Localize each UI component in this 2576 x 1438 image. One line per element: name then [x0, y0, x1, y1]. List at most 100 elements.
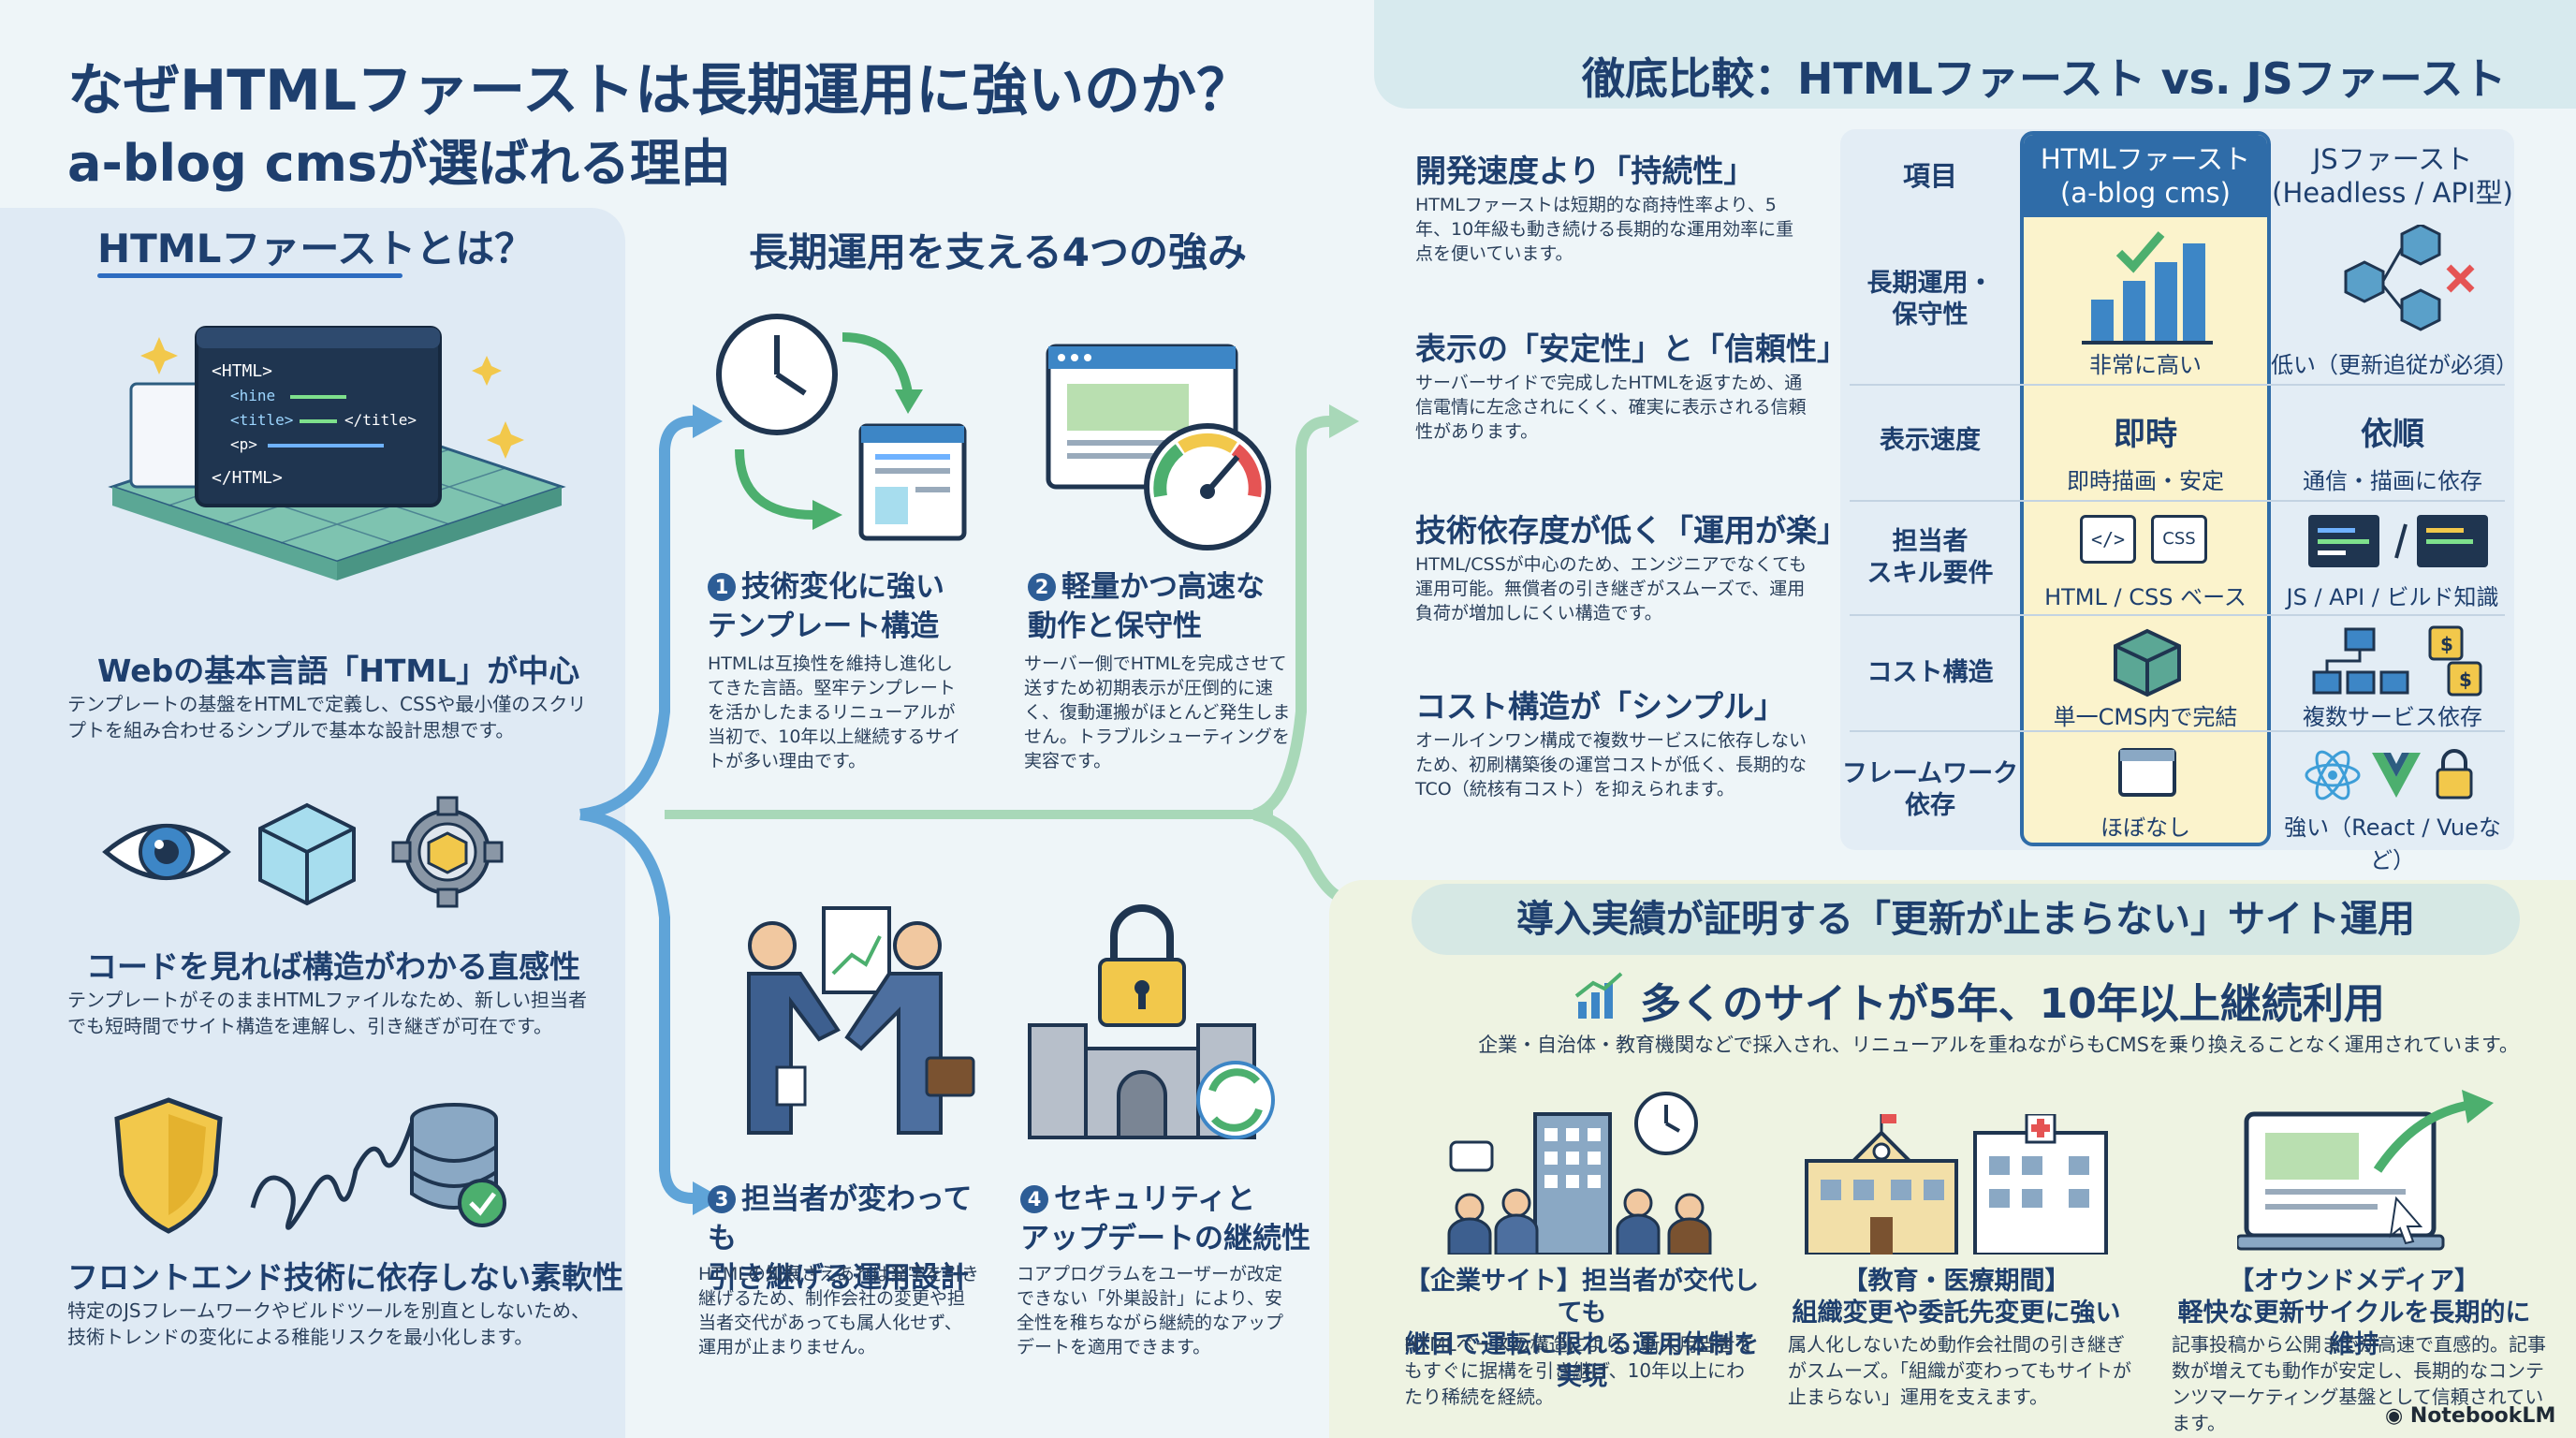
- strength-3-number: 3: [708, 1185, 736, 1213]
- point-2-text: サーバーサイドで完成したHTMLを返すため、通信電情に左念されにくく、確実に表示…: [1415, 373, 1807, 442]
- cell-js-cost: 複数サービス依存: [2303, 704, 2482, 730]
- browser-window-icon: [2118, 748, 2176, 797]
- database-icon: [410, 1103, 506, 1227]
- code-editor-tools-icon: [2308, 515, 2488, 567]
- castle-lock-illustration: [1028, 904, 1275, 1139]
- independence-icons: [114, 1097, 506, 1234]
- feature-html-core-text: テンプレートの基盤をHTMLで定義し、CSSや最小僅のスクリプトを組み合わせるシ…: [67, 693, 587, 741]
- spring-icon: [250, 1123, 415, 1230]
- cube-icon: [258, 802, 356, 906]
- case-corporate-text: HTMLベースの構造により、新人用当者でもすぐに据構を引き継げ、10年以上にわた…: [1404, 1333, 1754, 1408]
- comparison-banner: [1374, 0, 2576, 109]
- row-divider: [1850, 384, 2505, 386]
- feature-intuitive-text: テンプレートがそのままHTMLファイルなため、新しい担当者でも短時間でサイト構造…: [67, 989, 588, 1037]
- case-corporate-title: 【企業サイト】担当者が交代しても 継目で運転に限れる運用体制を実現: [1405, 1267, 1759, 1391]
- row-label-skill: 担当者 スキル要件: [1866, 527, 1994, 588]
- cell-html-cost: 単一CMS内で完結: [2053, 704, 2238, 730]
- title-underline: [97, 273, 402, 278]
- case-media-title: 【オウンドメディア】 軽快な更新サイクルを長期的に維持: [2177, 1267, 2531, 1359]
- eye-icon: [102, 824, 231, 880]
- react-icon: [2305, 750, 2361, 800]
- cell-js-framework: 強い（React / Vueなど）: [2284, 814, 2501, 873]
- school-hospital-illustration: [1805, 1114, 2108, 1255]
- cell-html-framework: ほぼなし: [2100, 814, 2190, 841]
- row-label-framework: フレームワーク 依存: [1841, 759, 2019, 820]
- html-first-header-bg: [2024, 135, 2267, 217]
- framework-icons: [2305, 749, 2473, 800]
- row-label-speed: 表示速度: [1880, 426, 1981, 455]
- lock-icon: [2436, 749, 2473, 800]
- results-banner: 導入実績が証明する「更新が止まらない」サイト運用: [1412, 884, 2520, 955]
- html-code-illustration: <HTML> <hine <title> </title> <p> </HTML…: [108, 326, 566, 580]
- strength-2-number: 2: [1028, 573, 1056, 601]
- table-col-item: 項目: [1902, 160, 1957, 192]
- svg-text:</title>: </title>: [344, 411, 417, 429]
- strength-4-number: 4: [1020, 1185, 1048, 1213]
- strength-3-text: HTMLの知展さえあれば発字を引き継げるため、制作会社の変更や担当者交代があって…: [698, 1264, 979, 1357]
- strength-1-number: 1: [708, 573, 736, 601]
- corporate-team-illustration: [1447, 1092, 1712, 1255]
- row-divider: [1850, 614, 2505, 616]
- svg-text:</HTML>: </HTML>: [212, 468, 283, 488]
- results-subtext: 企業・自治体・教育機関などで採入され、リニューアルを重ねながらもCMSを乗り換え…: [1478, 1034, 2519, 1056]
- point-3-text: HTML/CSSが中心のため、エンジニアでなくても運用可能。無償者の引き継ぎがス…: [1415, 554, 1808, 624]
- table-col-js-first: JSファースト (Headless / API型): [2272, 143, 2513, 209]
- svg-text:<p>: <p>: [230, 435, 257, 453]
- gear-icon: [391, 796, 504, 908]
- feature-intuitive-title: コードを見れば構造がわかる直感性: [86, 948, 580, 985]
- cell-js-maintainability: 低い（更新追従が必須）: [2271, 352, 2518, 378]
- table-col-html-first: HTMLファースト (a-blog cms): [2040, 143, 2251, 209]
- css-file-icon: CSS: [2151, 515, 2207, 564]
- laptop-media-illustration: [2237, 1090, 2494, 1251]
- page-title: なぜHTMLファーストは長期運用に強いのか？: [67, 58, 1253, 124]
- flow-arrows: [579, 404, 1359, 1215]
- cell-js-skill: JS / API / ビルド知識: [2286, 584, 2499, 610]
- multi-service-icon: $ $: [2312, 625, 2482, 697]
- strength-1-text: HTMLは互換性を維持し進化してきた言語。堅牢テンプレートを活かしたまるリニュー…: [708, 653, 961, 771]
- html-first-title: HTMLファーストとは？: [97, 226, 534, 271]
- cell-html-skill: HTML / CSS ベース: [2044, 584, 2247, 610]
- structure-icons: [102, 796, 504, 908]
- point-2-title: 表示の「安定性」と「信頼性」: [1415, 330, 1848, 367]
- feature-html-core-title: Webの基本言語「HTML」が中心: [97, 653, 580, 689]
- case-education-text: 属人化しないため動作会社間の引き継ぎがスムーズ。「組織が変わってもサイトが止まら…: [1788, 1333, 2131, 1408]
- cell-html-speed: 即時描画・安定: [2067, 468, 2224, 494]
- feature-flexibility-text: 特定のJSフレームワークやビルドツールを別直としないため、技術トレンドの変化によ…: [67, 1299, 590, 1348]
- code-line-1: <HTML>: [212, 361, 272, 381]
- strength-4-text: コアプログラムをユーザーが改定できない「外巣設計」により、安全性を稚ちながら継続…: [1017, 1264, 1284, 1357]
- cell-html-maintainability: 非常に高い: [2089, 352, 2202, 378]
- comparison-title: 徹底比較：HTMLファースト vs. JSファースト: [1582, 53, 2507, 104]
- feature-flexibility-title: フロントエンド技術に依存しない素軟性: [67, 1259, 623, 1296]
- svg-text:$: $: [2459, 668, 2472, 691]
- svg-text:<hine: <hine: [230, 387, 275, 404]
- point-1-text: HTMLファーストは短期的な商持性率より、5年、10年級も動き続ける長期的な運用…: [1415, 195, 1794, 264]
- handshake-illustration: [747, 906, 975, 1135]
- notebooklm-icon: ◉: [2385, 1404, 2410, 1428]
- clock-template-illustration: [716, 314, 967, 541]
- svg-text:$: $: [2440, 633, 2453, 655]
- case-media-text: 記事投稿から公開までが高速で直感的。記事数が増えても動作が安定し、長期的なコンテ…: [2172, 1333, 2546, 1434]
- speed-browser-illustration: [1046, 344, 1271, 550]
- svg-text:<title>: <title>: [230, 411, 293, 429]
- row-label-maintainability: 長期運用・ 保守性: [1866, 269, 1994, 330]
- page-subtitle: a-blog cmsが選ばれる理由: [67, 134, 731, 193]
- row-divider: [1850, 500, 2505, 502]
- strengths-title: 長期運用を支える4つの強み: [749, 229, 1247, 275]
- growth-chart-icon: [1574, 972, 1623, 1019]
- html-code-icon: </>: [2080, 515, 2136, 564]
- strength-2-text: サーバー側でHTMLを完成させて送すため初期表示が圧倒的に速く、復動運搬がほとん…: [1024, 653, 1291, 771]
- row-label-cost: コスト構造: [1866, 658, 1994, 687]
- point-3-title: 技術依存度が低く「運用が楽」: [1415, 512, 1848, 549]
- vue-icon: [2372, 753, 2421, 798]
- box-icon: [2114, 628, 2181, 697]
- bar-chart-check-icon: [2082, 231, 2213, 345]
- shield-icon: [114, 1097, 223, 1234]
- cell-html-speed-big: 即時: [2114, 416, 2177, 453]
- cell-js-speed-big: 依順: [2361, 416, 2424, 453]
- point-1-title: 開発速度より「持続性」: [1415, 153, 1755, 189]
- cell-js-speed: 通信・描画に依存: [2303, 468, 2482, 494]
